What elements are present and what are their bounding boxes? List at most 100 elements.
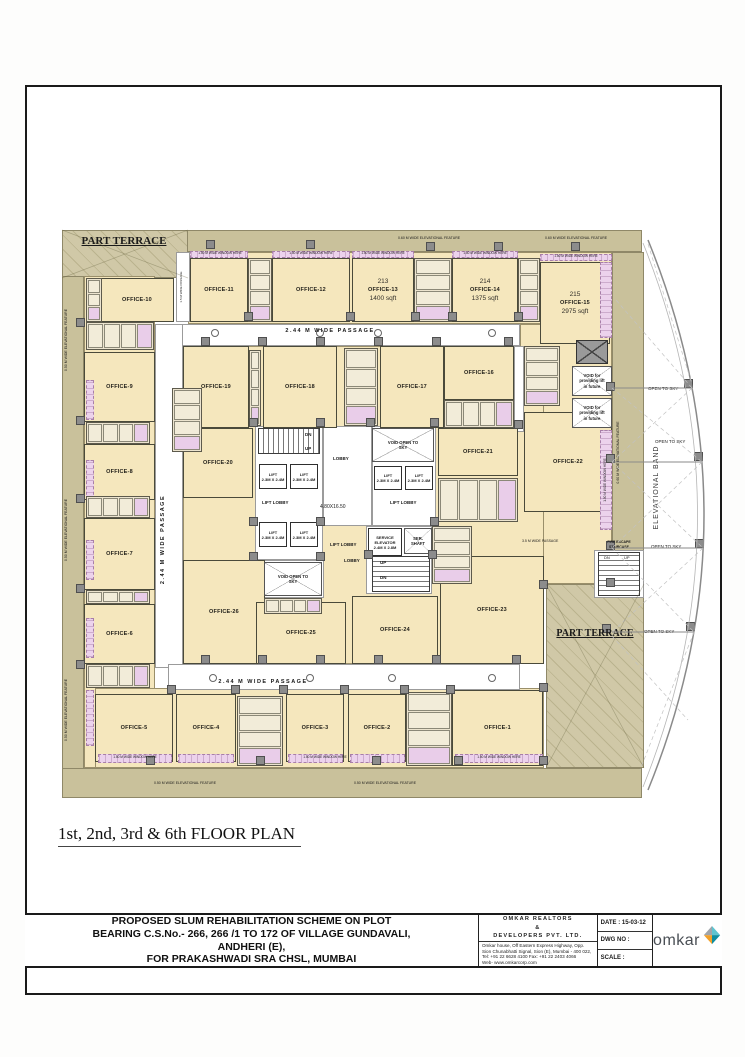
window-band — [86, 460, 94, 500]
service-cell — [346, 387, 376, 406]
column — [316, 337, 325, 346]
plan-label: 2.44 M WIDE PASSAGE — [218, 679, 308, 685]
service-cell — [250, 290, 270, 305]
service-cluster — [438, 478, 518, 522]
room-office-2: OFFICE-2 — [348, 694, 406, 762]
service-cell — [526, 362, 558, 376]
room-label: OFFICE-17 — [397, 384, 427, 390]
window-band — [272, 251, 350, 258]
service-cell — [88, 324, 104, 348]
room-office-12: OFFICE-12 — [272, 258, 350, 322]
passage-small — [176, 252, 190, 322]
room-label: OFFICE-10 — [122, 297, 152, 303]
room-office-6: OFFICE-6 — [84, 604, 155, 664]
window-band — [452, 251, 518, 258]
grid-bubble — [488, 674, 496, 682]
plan-label: 0.60 M WIDE ELEVATIONAL FEATURE — [398, 236, 461, 240]
service-cell — [520, 260, 538, 275]
column — [695, 539, 704, 548]
column — [494, 242, 503, 251]
service-cell — [103, 666, 118, 686]
service-cell — [118, 666, 133, 686]
omkar-logo-text: omkar — [653, 931, 700, 949]
window-band — [600, 262, 612, 338]
plan-label: 1.50 M WIDE WINDOW HERE — [303, 755, 347, 759]
column — [432, 337, 441, 346]
service-cell — [446, 402, 462, 426]
box-label: 2.3M X 2.4M — [376, 478, 400, 483]
box-label: VOID OPEN TO — [387, 439, 419, 445]
shaft-cell — [133, 498, 148, 516]
room-office-26: OFFICE-26 — [183, 560, 265, 664]
column — [684, 379, 693, 388]
service-cell — [174, 390, 200, 405]
grid-bubble — [488, 329, 496, 337]
shaft-cell — [133, 666, 148, 686]
box-label: VOID for — [583, 404, 601, 410]
company-address-line: Web- www.omkarcorp.com — [481, 959, 537, 965]
lobby-strip — [323, 426, 372, 526]
shaft-cell — [496, 402, 512, 426]
plan-label: STAIRCASE — [609, 545, 629, 549]
shaft-cell — [133, 424, 148, 442]
window-band — [86, 380, 94, 420]
room-label: OFFICE-13 — [368, 287, 398, 293]
room-label: OFFICE-23 — [477, 607, 507, 613]
company-cell: OMKAR REALTORS & DEVELOPERS PVT. LTD. Om… — [478, 915, 598, 966]
company-address: Omkar house, Off Eastern Express Highway… — [479, 942, 597, 966]
box-label: LIFT — [299, 529, 309, 535]
column — [364, 550, 373, 559]
window-band — [86, 618, 94, 658]
room-label: 215 — [569, 291, 581, 298]
column — [201, 337, 210, 346]
column — [430, 517, 439, 526]
service-cell — [346, 368, 376, 387]
column — [206, 240, 215, 249]
company-address-line: Sion Chunabhatti Signal, Sion (E), Mumba… — [481, 948, 592, 954]
plan-label: ELEVATIONAL BAND — [653, 445, 660, 530]
service-cell — [88, 666, 103, 686]
service-cell — [416, 290, 450, 305]
service-cell — [520, 290, 538, 305]
service-cell — [408, 729, 450, 747]
column — [366, 418, 375, 427]
box-label: 2.3M X 2.4M — [261, 534, 285, 540]
service-cluster — [406, 692, 452, 766]
plan-label: 1.50 M WIDE WINDOW HERE — [603, 458, 607, 502]
room-label: OFFICE-7 — [106, 551, 133, 557]
column — [448, 312, 457, 321]
service-cluster — [249, 350, 261, 426]
column — [249, 517, 258, 526]
room-label: 2975 sqft — [561, 308, 589, 315]
company-name-line: OMKAR REALTORS — [502, 916, 573, 923]
service-cell — [88, 280, 100, 293]
plan-label: LOBBY — [344, 558, 360, 563]
window-band — [86, 690, 94, 746]
plan-label: 0.50 M WIDE ELEVATIONAL FEATURE — [64, 308, 68, 372]
service-cell — [250, 275, 270, 290]
plan-label: DN — [604, 555, 610, 560]
company-name-line: & — [535, 924, 541, 931]
service-cell — [416, 260, 450, 275]
inner-gap — [514, 346, 524, 432]
room-label: 214 — [479, 278, 491, 285]
column — [258, 655, 267, 664]
column — [340, 685, 349, 694]
room-label: OFFICE-8 — [106, 469, 133, 475]
service-cell — [408, 694, 450, 711]
room-label: OFFICE-11 — [204, 287, 234, 293]
service-cluster — [414, 258, 452, 322]
service-cell — [239, 698, 281, 714]
room-label: OFFICE-22 — [553, 459, 583, 465]
shaft-box — [576, 340, 608, 364]
company-name-line: DEVELOPERS PVT. LTD. — [493, 933, 583, 940]
box-label: VOID OPEN TO — [277, 573, 309, 579]
plan-label: LIFT LOBBY — [330, 542, 357, 547]
plan-label: 0.50 M WIDE ELEVATIONAL FEATURE — [64, 678, 68, 742]
box-label: 2.3M X 2.4M — [292, 476, 316, 482]
bottom-elevational-band — [62, 768, 642, 798]
plan-label: UP — [624, 555, 630, 560]
